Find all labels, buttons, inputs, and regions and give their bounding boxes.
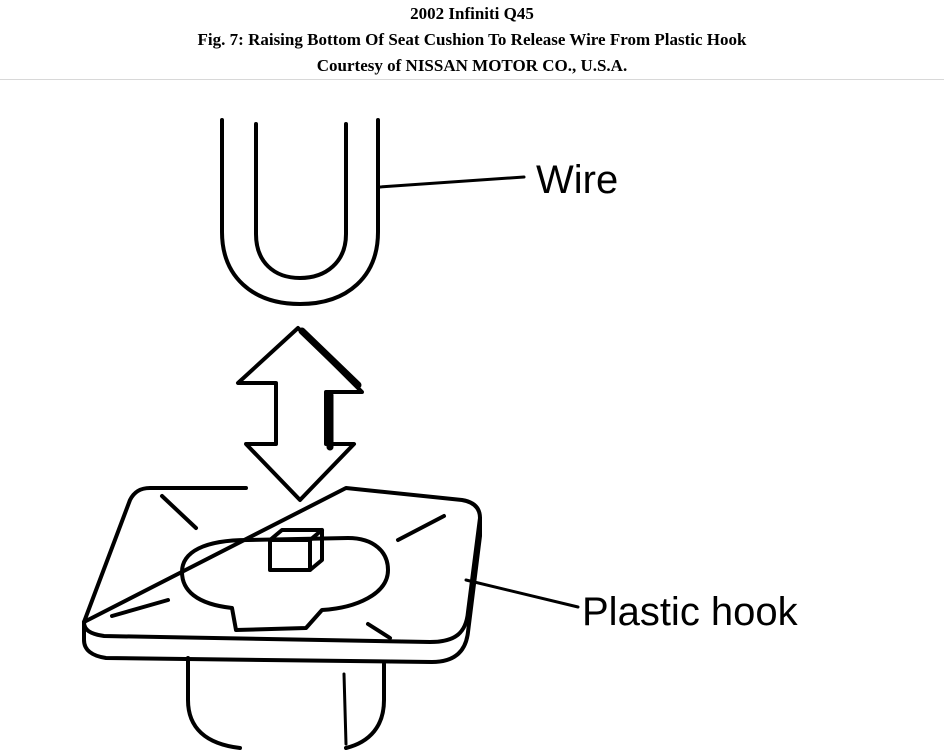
double-arrow-icon	[236, 326, 364, 502]
plastic-hook-label: Plastic hook	[582, 590, 799, 634]
hook-dash-top-right	[396, 514, 446, 542]
wire-inner-contour	[254, 122, 348, 280]
hook-latch-block	[268, 528, 324, 572]
hook-dash-bottom-left	[110, 598, 170, 618]
hook-dash-top-left	[160, 494, 198, 530]
figure-header: 2002 Infiniti Q45 Fig. 7: Raising Bottom…	[0, 0, 944, 80]
wire-outer-contour	[220, 118, 380, 306]
wire-drawing	[220, 118, 380, 306]
vehicle-title: 2002 Infiniti Q45	[410, 4, 534, 23]
double-arrow-outline	[236, 326, 364, 502]
hook-oval-opening	[180, 536, 390, 632]
courtesy-line: Courtesy of NISSAN MOTOR CO., U.S.A.	[316, 56, 628, 75]
hook-base-skirt-right	[344, 662, 386, 750]
figure-caption: Fig. 7: Raising Bottom Of Seat Cushion T…	[197, 30, 747, 49]
hook-plate-top	[82, 486, 248, 624]
hook-plate-edge	[82, 516, 482, 664]
hook-base-skirt	[186, 656, 242, 750]
plastic-hook-drawing	[82, 486, 482, 750]
hook-dash-bottom-right	[366, 622, 392, 640]
wire-label: Wire	[536, 158, 618, 202]
hook-base-line	[342, 672, 348, 746]
wire-leader-line	[378, 175, 526, 189]
hook-plate-top-right	[82, 486, 482, 644]
double-arrow-shadow-top	[298, 327, 362, 389]
hook-leader-line	[464, 578, 580, 609]
